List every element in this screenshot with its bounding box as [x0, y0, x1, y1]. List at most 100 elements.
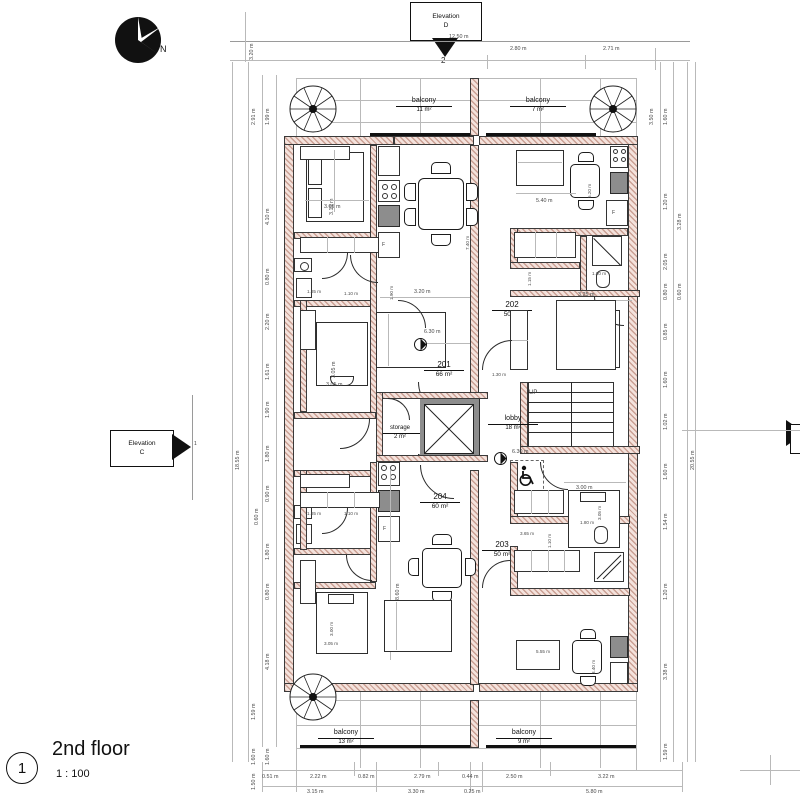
left-small-dimension-4: 1.60 m	[251, 748, 257, 765]
interior-dim-305a: 3.05 m	[324, 204, 341, 210]
north-label: N	[160, 44, 167, 54]
interior-dim-305c: 3.05 m	[326, 382, 343, 388]
elevation-marker-c[interactable]: Elevation C	[110, 430, 174, 467]
room-storage: storage 2 m²	[380, 425, 420, 442]
balcony-top-left-name: balcony	[396, 97, 452, 108]
lobby-area: 18 m²	[505, 425, 521, 432]
interior-dim-305b: 3.05 m	[331, 361, 337, 378]
left-dim-14: 1.59 m	[251, 703, 257, 720]
right-dim-4: 2.05 m	[663, 253, 669, 270]
interior-dim-185: 1.85 m	[307, 289, 322, 294]
wall-central-spine-lower	[470, 470, 479, 685]
furniture-dining-table-203	[572, 640, 602, 674]
interior-dim-130: 1.30 m	[492, 372, 507, 377]
fixture-toilet-201	[296, 278, 312, 298]
left-overall-dimension: 18.55 m	[235, 450, 241, 470]
fixture-stove-201	[378, 180, 400, 202]
unit-201-area: 66 m²	[435, 371, 453, 379]
balcony-top-right-name: balcony	[510, 97, 566, 108]
interior-dim-110b: 1.10 m	[344, 511, 359, 516]
bottom-dim-5: 0.44 m	[462, 774, 479, 780]
fixture-oven-202	[610, 172, 628, 194]
level-marker-icon-lobby	[494, 452, 507, 465]
elevation-c-label-1: Elevation	[128, 440, 156, 448]
furniture-closet-201	[300, 237, 380, 253]
fixture-oven-204	[378, 490, 400, 512]
fixture-toilet-202	[596, 270, 610, 288]
room-balcony-bottom-left: balcony 13 m²	[318, 729, 374, 747]
interior-dim-340: 3.40 m	[591, 659, 596, 674]
staircase-upper	[556, 300, 616, 370]
detail-marker-circle[interactable]: 1	[6, 752, 38, 784]
unit-203-id: 203	[482, 540, 522, 552]
interior-dim-325: 3.25 m	[578, 292, 595, 298]
fixture-oven-203	[610, 636, 628, 658]
left-dim-12: 0.80 m	[265, 583, 271, 600]
interior-dim-630a: 6.30 m	[424, 329, 441, 335]
right-dim-5: 0.80 m	[663, 283, 669, 300]
interior-dim-630b: 6.30 m	[512, 449, 529, 455]
furniture-bed-201b	[316, 322, 368, 386]
interior-dim-305f: 3.05 m	[324, 641, 339, 646]
furniture-closet-204	[300, 492, 380, 508]
elevation-c-number: 1	[194, 441, 197, 447]
balcony-top-left-area: 11 m²	[416, 107, 432, 114]
wheelchair-accessible-icon	[516, 465, 538, 487]
top-dimension-1: 2.80 m	[510, 46, 527, 52]
elevation-d-label-1: Elevation	[432, 13, 460, 21]
wall-exterior-right	[628, 136, 638, 692]
elevation-marker-d[interactable]: Elevation D	[410, 2, 482, 41]
left-dim-5: 2.20 m	[265, 313, 271, 330]
north-arrow-icon	[108, 12, 178, 79]
right-dim-8: 1.02 m	[663, 413, 669, 430]
furniture-closet-203b	[514, 550, 580, 572]
balcony-top-right-area: 7 m²	[532, 107, 544, 114]
furniture-dining-table-201	[418, 178, 464, 230]
left-dim-7: 1.90 m	[265, 401, 271, 418]
bottom-dim-1: 0.51 m	[262, 774, 279, 780]
right-dim-7: 1.60 m	[663, 371, 669, 388]
bottom-dim-3: 0.82 m	[358, 774, 375, 780]
left-dim-2: 1.99 m	[265, 108, 271, 125]
top-dimension-2: 2.71 m	[603, 46, 620, 52]
unit-204-id: 204	[420, 492, 460, 504]
interior-dim-305e: 3.05 m	[597, 505, 602, 520]
fixture-toilet-203	[594, 526, 608, 544]
furniture-kitchen-cabinet-201	[378, 146, 400, 176]
fixture-fridge-201	[378, 232, 400, 258]
interior-dim-860: 8.60 m	[395, 583, 401, 600]
storage-name: storage	[380, 425, 420, 434]
elevator-x-icon	[423, 403, 475, 455]
right-dim-1: 1.60 m	[663, 108, 669, 125]
interior-dim-180a: 1.80 m	[592, 271, 607, 276]
interior-dim-740: 7.40 m	[465, 235, 470, 250]
bottom-outer-dim-1: 3.15 m	[307, 789, 324, 795]
lobby-name: lobby	[488, 415, 538, 426]
room-balcony-top-right: balcony 7 m²	[510, 97, 566, 115]
bottom-dim-6: 2.50 m	[506, 774, 523, 780]
stair-up-label: UP	[529, 390, 538, 396]
left-dim-13: 4.18 m	[265, 653, 271, 670]
spiral-staircase-top-right	[588, 84, 638, 134]
interior-dim-555: 5.55 m	[536, 649, 551, 654]
left-dim-6: 1.61 m	[265, 363, 271, 380]
bottom-outer-dim-2: 3.30 m	[408, 789, 425, 795]
elevation-d-number: 2	[441, 56, 446, 65]
elevation-d-pointer-icon	[432, 38, 458, 57]
elevation-c-label-2: C	[139, 448, 145, 456]
unit-201-id: 201	[424, 360, 464, 372]
furniture-closet-202	[514, 232, 576, 258]
left-dim-1: 2.91 m	[251, 108, 257, 125]
interior-dim-185b: 1.85 m	[307, 511, 322, 516]
bottom-dim-2: 2.22 m	[310, 774, 327, 780]
interior-dim-300a: 3.00 m	[576, 485, 593, 491]
left-dim-11: 1.80 m	[265, 543, 271, 560]
right-dim-11: 0.60 m	[677, 283, 683, 300]
right-dim-9: 1.60 m	[663, 463, 669, 480]
bottom-left-vertical-dim: 1.50 m	[251, 773, 257, 790]
level-marker-icon-201	[414, 338, 427, 351]
unit-label-204: 204 60 m²	[420, 492, 460, 512]
right-dim-15: 1.59 m	[663, 743, 669, 760]
fixture-oven-201	[378, 205, 400, 227]
